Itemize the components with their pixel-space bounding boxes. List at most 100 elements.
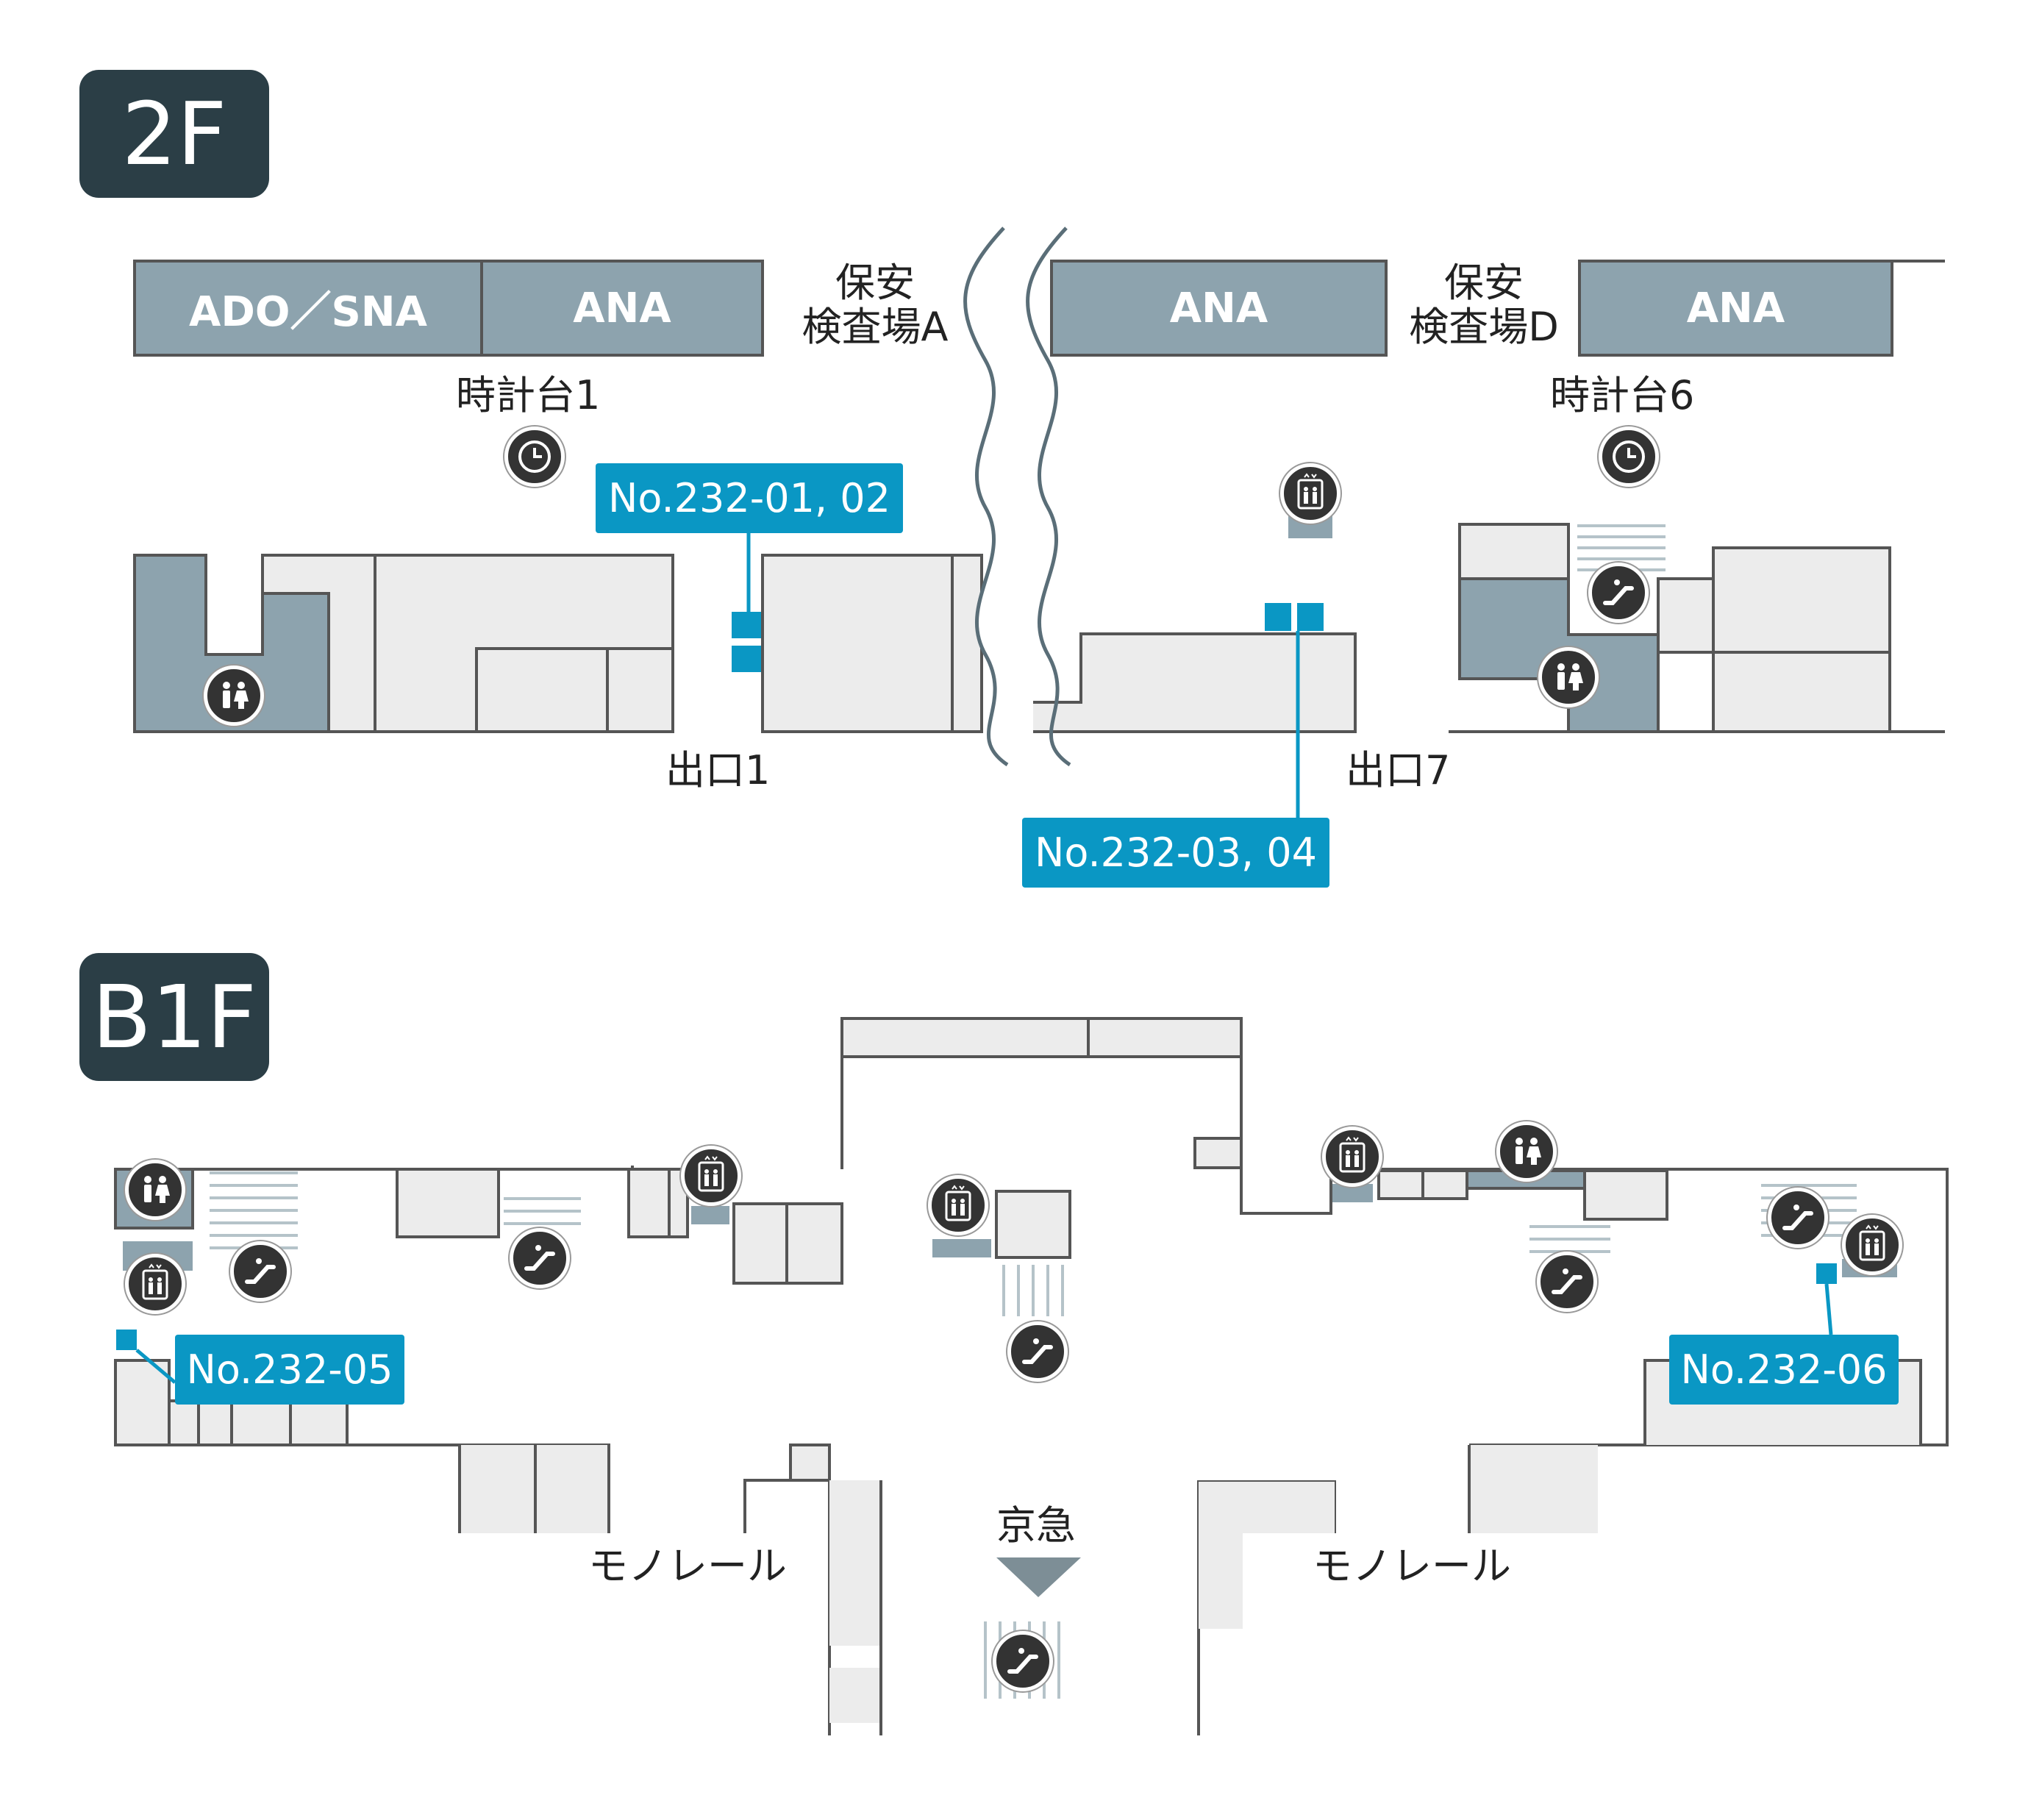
locker-232-01 (732, 612, 761, 638)
room (829, 1535, 881, 1591)
room (829, 1480, 881, 1535)
elevator-icon (125, 1254, 185, 1314)
exit-1-label: 出口1 (665, 747, 771, 793)
elevator-icon (1322, 1127, 1382, 1187)
room (1199, 1482, 1335, 1533)
elevator-base (932, 1239, 991, 1257)
security-d-line2: 検査場D (1409, 304, 1559, 350)
room (1087, 1017, 1243, 1058)
escalator-icon (230, 1241, 290, 1302)
room (995, 1190, 1071, 1259)
room (168, 1399, 200, 1446)
elevator-icon (1842, 1215, 1902, 1275)
room (230, 1399, 292, 1446)
room (1377, 1169, 1424, 1200)
leader-line (135, 1349, 176, 1384)
escalator-icon (1007, 1321, 1068, 1382)
room (1657, 651, 1715, 733)
room (1712, 651, 1891, 733)
floor-2f-badge: 2F (79, 70, 269, 198)
room (761, 554, 954, 733)
elevator-icon (1280, 463, 1340, 524)
escalator-icon (510, 1228, 570, 1288)
room (1583, 1169, 1668, 1221)
restroom-icon (125, 1160, 185, 1220)
security-a-line1: 保安 (835, 260, 915, 306)
locker-232-03 (1265, 603, 1291, 631)
room (475, 647, 609, 733)
keikyu-label: 京急 (996, 1502, 1076, 1549)
room (627, 1168, 671, 1238)
counter-ado-sna-label: ADO／SNA (189, 288, 427, 336)
locker-callout-232-03-04[interactable]: No.232-03, 04 (1022, 818, 1329, 888)
clock-6-label: 時計台6 (1550, 372, 1695, 418)
room (606, 647, 674, 733)
security-d-label: 保安 検査場D (1396, 261, 1572, 349)
security-d-line1: 保安 (1444, 260, 1524, 306)
locker-callout-232-06[interactable]: No.232-06 (1669, 1335, 1899, 1405)
floor-b1f-plan (114, 1017, 1949, 1735)
restroom-icon (1496, 1121, 1557, 1182)
room (114, 1359, 171, 1446)
locker-callout-232-01-02[interactable]: No.232-01, 02 (596, 463, 903, 533)
room (197, 1399, 233, 1446)
elevator-icon (681, 1146, 741, 1206)
restroom-icon (204, 665, 264, 726)
locker-232-06 (1816, 1263, 1837, 1284)
clock-1-label: 時計台1 (456, 372, 601, 418)
room (829, 1591, 881, 1646)
counter-ana-label: ANA (1169, 284, 1268, 332)
wall-line (458, 1445, 610, 1533)
room (1421, 1169, 1468, 1200)
security-a-label: 保安 検査場A (787, 261, 963, 349)
room (785, 1202, 843, 1285)
room (789, 1443, 831, 1482)
monorail-left-label: モノレール (588, 1543, 787, 1589)
security-a-line2: 検査場A (802, 304, 949, 350)
room (289, 1399, 349, 1446)
room (1033, 632, 1357, 733)
escalator-icon (1768, 1188, 1828, 1248)
locker-232-04 (1297, 603, 1324, 631)
room (1458, 523, 1570, 580)
clock-icon (1599, 427, 1659, 487)
room (1199, 1533, 1243, 1629)
restroom-icon (1538, 647, 1599, 707)
elevator-base (691, 1206, 729, 1224)
escalator-icon (1537, 1252, 1597, 1312)
elevator-icon (928, 1175, 988, 1235)
map-break-line (963, 226, 1009, 767)
room (396, 1168, 500, 1238)
wall-line (743, 1479, 831, 1735)
keikyu-arrow-icon (996, 1557, 1081, 1597)
room (460, 1445, 535, 1533)
elevator-base (1332, 1184, 1373, 1202)
floor-2f-plan (133, 226, 1945, 818)
room (1657, 577, 1715, 654)
escalator-steps (1577, 524, 1666, 571)
counter-ana-2 (1050, 260, 1388, 357)
room (535, 1445, 609, 1533)
room (840, 1017, 1090, 1058)
room (1712, 546, 1891, 654)
floor-b1f-badge: B1F (79, 953, 269, 1081)
counter-ana-3 (1578, 260, 1893, 357)
room (951, 554, 983, 733)
exit-7-label: 出口7 (1346, 747, 1451, 793)
room (732, 1202, 788, 1285)
locker-232-02 (732, 646, 761, 672)
escalator-icon (1588, 563, 1649, 623)
locker-232-05 (116, 1330, 137, 1350)
counter-ana-label: ANA (1686, 284, 1785, 332)
room (1193, 1137, 1243, 1169)
room (1469, 1445, 1598, 1533)
map-break-line (1026, 226, 1071, 767)
locker-callout-232-05[interactable]: No.232-05 (175, 1335, 404, 1405)
counter-ana-1 (480, 260, 764, 357)
escalator-icon (993, 1631, 1053, 1691)
counter-ana-label: ANA (573, 284, 671, 332)
leader-line (1824, 1283, 1833, 1335)
clock-icon (504, 427, 565, 487)
room (829, 1668, 881, 1723)
